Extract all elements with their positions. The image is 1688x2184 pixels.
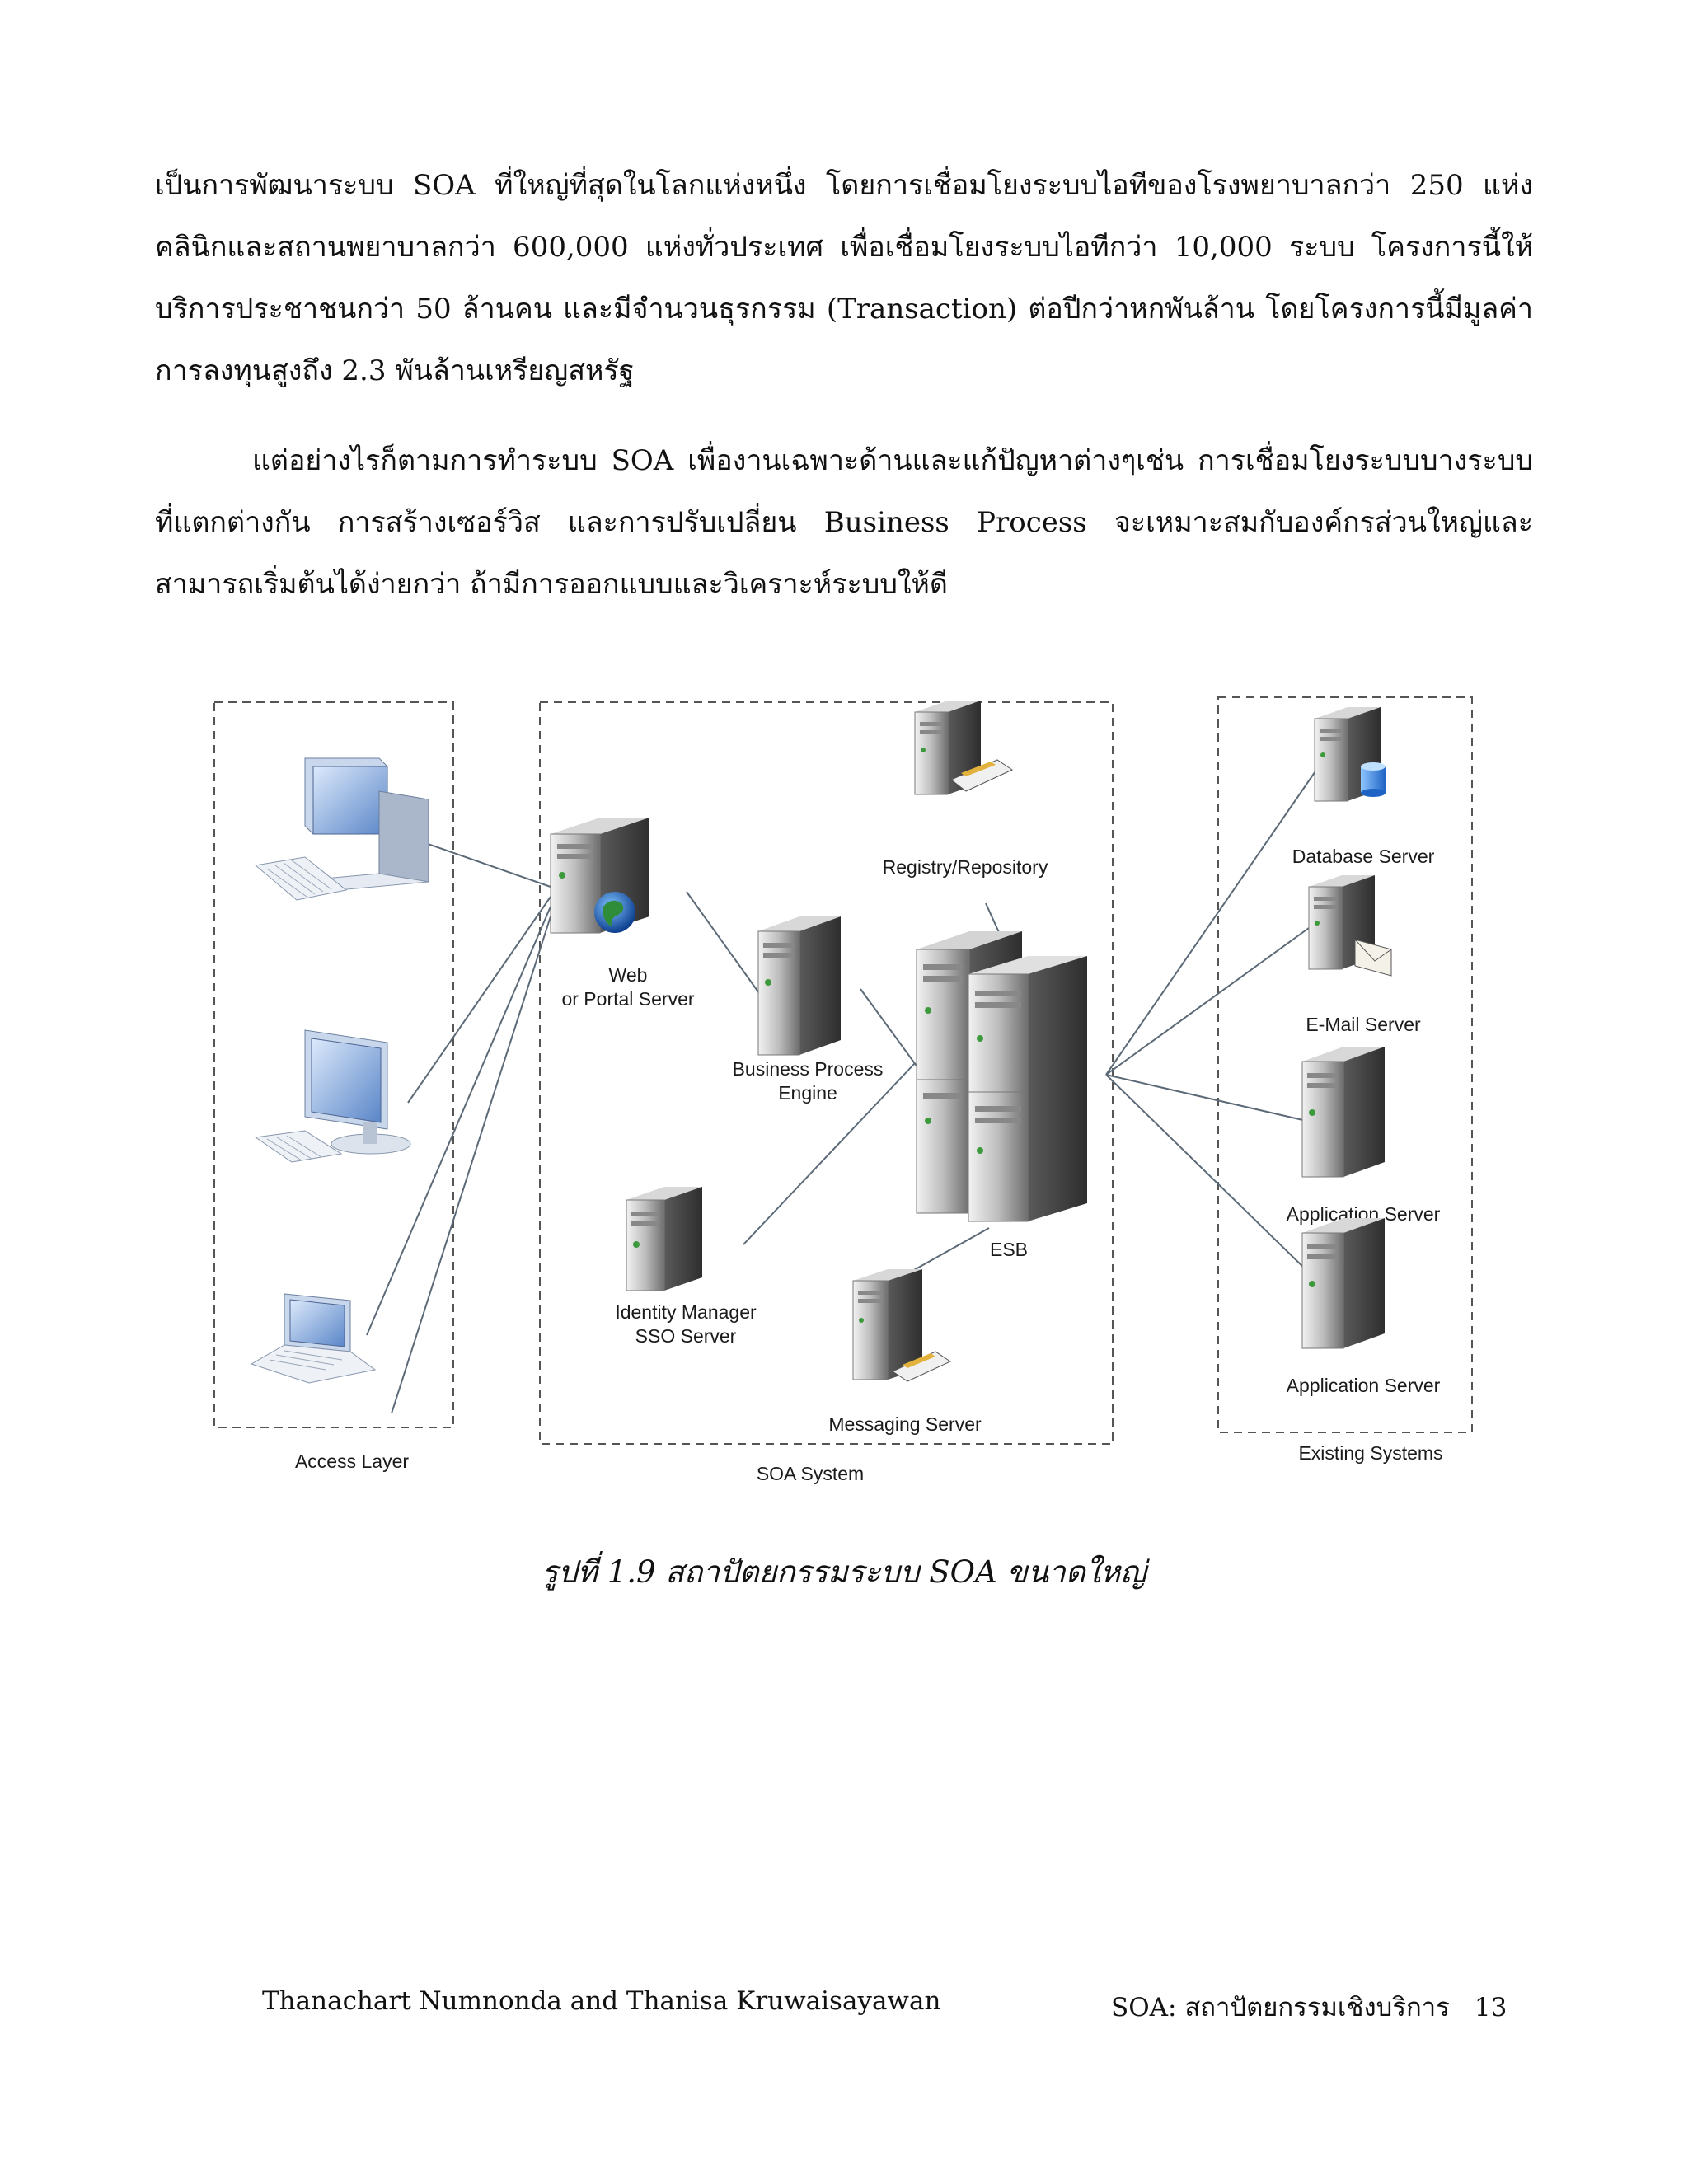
monitor-computer-icon xyxy=(256,1030,410,1162)
soa-diagram: Web or Portal Server Registry/Repository xyxy=(206,684,1484,1508)
database-server-label: Database Server xyxy=(1292,846,1435,867)
desktop-computer-icon xyxy=(256,758,429,900)
messaging-server-icon xyxy=(853,1269,950,1381)
identity-manager-label-2: SSO Server xyxy=(635,1325,737,1347)
business-process-engine-server-icon xyxy=(758,916,841,1055)
business-process-engine-label-1: Business Process xyxy=(733,1058,884,1080)
footer-authors: Thanachart Numnonda and Thanisa Kruwaisa… xyxy=(262,1986,940,2016)
messaging-server-label: Messaging Server xyxy=(828,1413,982,1435)
application-server-1-icon xyxy=(1302,1047,1385,1177)
business-process-engine-label-2: Engine xyxy=(778,1082,837,1104)
email-server-icon xyxy=(1309,875,1391,976)
laptop-icon xyxy=(251,1294,375,1383)
footer-title-page: SOA: สถาปัตยกรรมเชิงบริการ 13 xyxy=(1111,1986,1507,2027)
connection-lines xyxy=(367,766,1319,1413)
web-server-label-2: or Portal Server xyxy=(561,988,694,1010)
existing-systems-label: Existing Systems xyxy=(1298,1442,1442,1464)
database-server-icon xyxy=(1315,707,1386,801)
registry-repository-label: Registry/Repository xyxy=(883,856,1048,878)
page-number: 13 xyxy=(1475,1993,1507,2022)
application-server-2-label: Application Server xyxy=(1287,1375,1441,1396)
soa-architecture-figure: Web or Portal Server Registry/Repository xyxy=(206,684,1484,1508)
esb-label: ESB xyxy=(990,1239,1028,1260)
identity-manager-label-1: Identity Manager xyxy=(615,1301,757,1323)
paragraph-2: แต่อย่างไรก็ตามการทำระบบ SOA เพื่องานเฉพ… xyxy=(155,430,1533,616)
access-layer-label: Access Layer xyxy=(295,1451,409,1472)
web-server-label-1: Web xyxy=(609,964,648,986)
paragraph-1: เป็นการพัฒนาระบบ SOA ที่ใหญ่ที่สุดในโลกแ… xyxy=(155,155,1533,402)
identity-manager-sso-server-icon xyxy=(626,1187,702,1291)
soa-system-label: SOA System xyxy=(757,1463,864,1484)
application-server-2-icon xyxy=(1302,1218,1385,1348)
registry-repository-server-icon xyxy=(915,701,1012,794)
web-portal-server-icon xyxy=(551,818,649,933)
footer-title: SOA: สถาปัตยกรรมเชิงบริการ xyxy=(1111,1993,1450,2022)
email-server-label: E-Mail Server xyxy=(1306,1014,1421,1035)
esb-server-cluster-icon xyxy=(917,931,1087,1221)
figure-caption: รูปที่ 1.9 สถาปัตยกรรมระบบ SOA ขนาดใหญ่ xyxy=(0,1548,1688,1596)
